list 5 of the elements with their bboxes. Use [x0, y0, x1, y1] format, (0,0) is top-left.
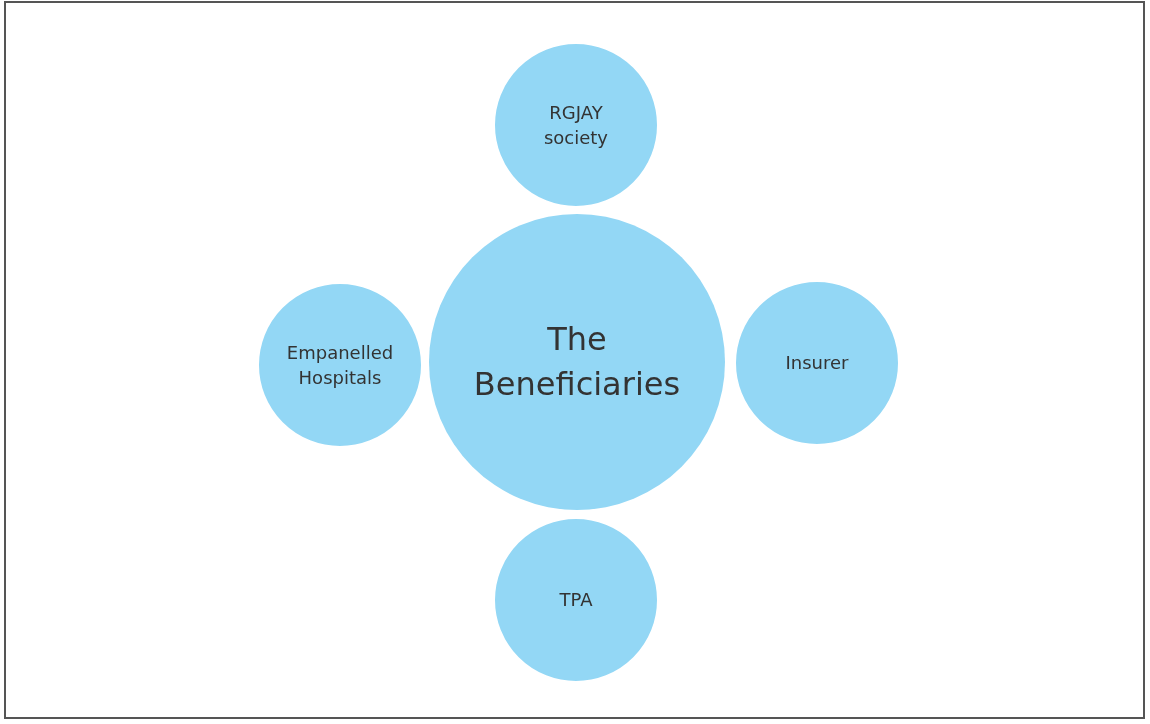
node-label: RGJAY society: [542, 100, 610, 150]
node-label: TPA: [558, 588, 594, 613]
node-label: Insurer: [784, 351, 850, 376]
node-label: The Beneficiaries: [472, 319, 682, 405]
node-label: Empanelled Hospitals: [285, 340, 395, 390]
